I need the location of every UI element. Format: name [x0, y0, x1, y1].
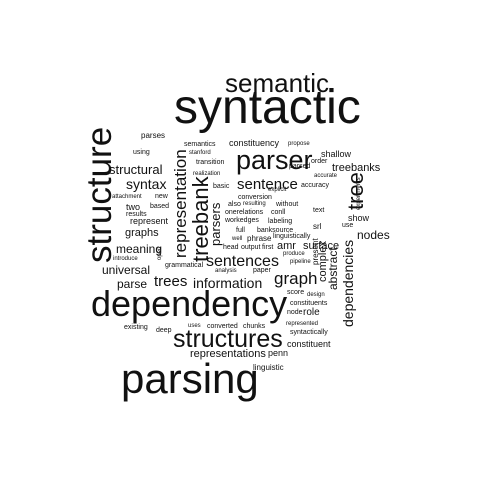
word: banksource — [257, 227, 294, 234]
word: design — [307, 292, 325, 298]
word: syntactically — [290, 329, 328, 336]
word: uses — [188, 323, 201, 329]
word: show — [348, 213, 370, 223]
word: also — [228, 201, 241, 208]
word: grammatical — [165, 262, 204, 269]
word: conll — [271, 209, 286, 216]
word: sentences — [206, 253, 279, 270]
word: present — [311, 238, 320, 265]
word: pipeline — [290, 259, 311, 265]
word: well — [232, 236, 243, 242]
word: converted — [207, 323, 238, 330]
word: accurate — [314, 173, 338, 179]
word: existing — [124, 324, 148, 331]
word: two — [126, 202, 141, 212]
word: new — [155, 193, 168, 200]
word: using — [133, 149, 150, 156]
word: without — [276, 201, 299, 208]
word: conversion — [238, 194, 272, 201]
word: nodes — [357, 228, 390, 242]
word: labeling — [268, 218, 293, 225]
word: trees — [154, 273, 188, 290]
word: represented — [286, 321, 319, 327]
word: node — [287, 309, 303, 316]
word: paper — [253, 267, 271, 274]
word: semantics — [184, 141, 216, 148]
word: parses — [141, 131, 166, 140]
word: constituents — [290, 300, 328, 307]
word: sentence — [237, 176, 298, 193]
word: dependency — [91, 283, 288, 324]
word: universal — [102, 263, 151, 277]
word: parsing — [121, 355, 259, 402]
word: parse — [117, 277, 148, 291]
word: parsed — [289, 163, 311, 170]
word: graph — [274, 269, 318, 288]
word: role — [303, 307, 320, 318]
word: semantic — [225, 68, 330, 98]
word: attachment — [112, 194, 142, 200]
word: surface — [303, 240, 340, 252]
word: chunks — [243, 323, 266, 330]
word: treebanks — [332, 162, 381, 174]
word: results — [126, 211, 147, 218]
word: amr — [277, 240, 296, 252]
word: srl — [313, 222, 322, 231]
word: explicit — [268, 187, 287, 193]
word: score — [287, 289, 305, 296]
word: shallow — [321, 149, 352, 159]
word: text — [313, 207, 325, 214]
word: structures — [173, 325, 283, 353]
word: resulting — [243, 201, 266, 207]
word: produce — [283, 251, 305, 257]
word: parser — [236, 145, 313, 175]
word: syntax — [126, 176, 167, 192]
word: full — [236, 227, 245, 234]
word: meaning — [116, 242, 163, 256]
word: representations — [190, 348, 266, 360]
word: experiments — [356, 177, 362, 210]
word: head — [223, 244, 239, 251]
word: transition — [196, 159, 225, 166]
word: introduce — [113, 256, 138, 262]
word: onerelations — [225, 209, 264, 216]
word: structural — [109, 162, 163, 177]
word: syntactic — [174, 81, 361, 134]
word: accuracy — [301, 182, 330, 189]
word: information — [193, 275, 263, 291]
word: open — [157, 246, 163, 260]
word: dependencies — [340, 239, 356, 327]
word: linguistically — [273, 233, 311, 240]
word: workedges — [225, 217, 259, 224]
word: deep — [156, 327, 172, 334]
word: realization — [193, 171, 221, 177]
word: represent — [130, 216, 169, 226]
word: order — [311, 158, 328, 165]
word: output — [241, 244, 261, 251]
word: representation — [171, 149, 190, 258]
word: constituency — [229, 138, 280, 148]
word: penn — [268, 348, 289, 358]
word: use — [342, 222, 354, 229]
word: based — [150, 203, 170, 210]
word: phrase — [247, 234, 272, 243]
word: constituent — [287, 339, 331, 349]
word: linguistic — [253, 363, 284, 372]
word: stanford — [189, 150, 211, 156]
word: basic — [213, 183, 230, 190]
word: parsers — [208, 202, 223, 246]
word: graphs — [125, 227, 159, 239]
word: propose — [288, 141, 310, 147]
word: first — [262, 244, 274, 251]
word: analysis — [215, 268, 237, 274]
